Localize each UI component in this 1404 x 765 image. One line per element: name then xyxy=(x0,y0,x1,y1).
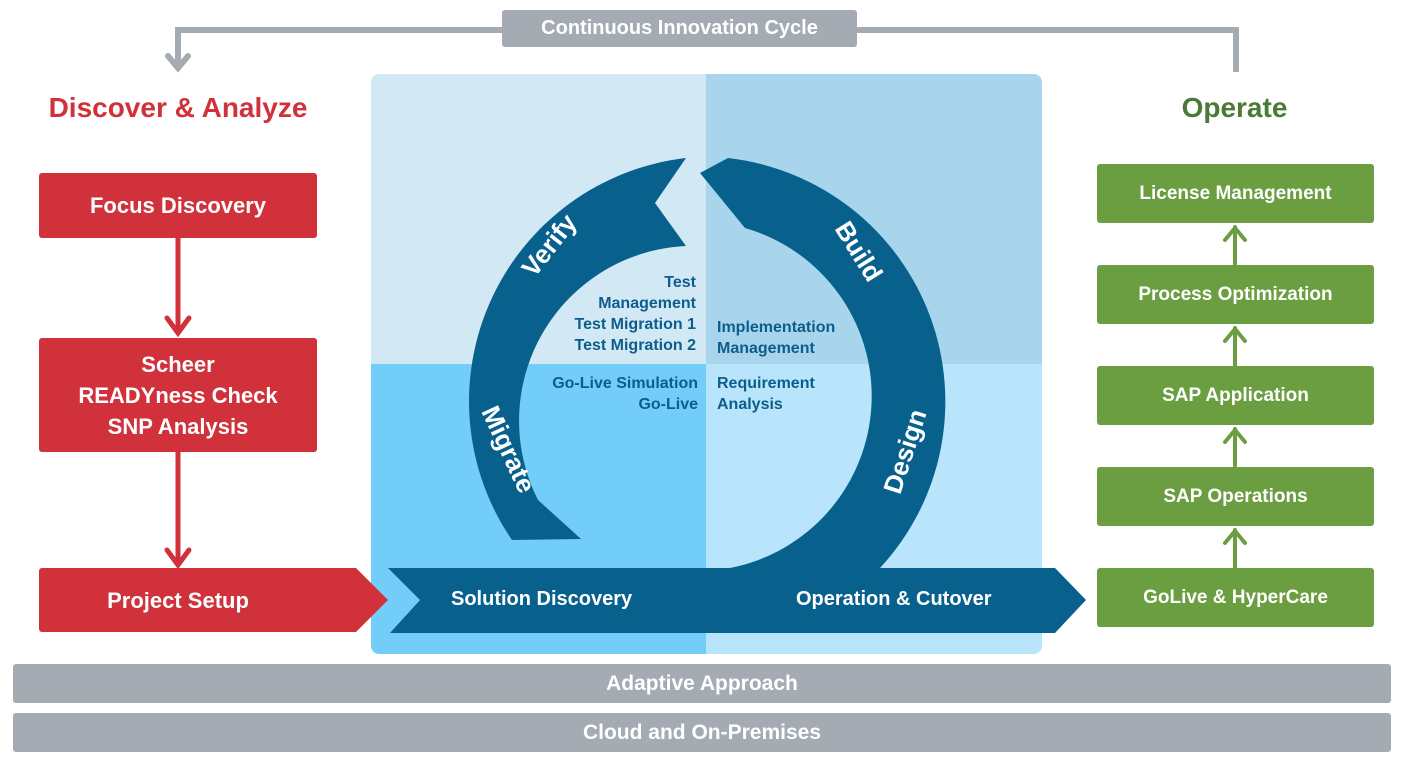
readyness-line: SNP Analysis xyxy=(107,413,249,439)
quadrant-bottom-left-text: Go-Live Simulation Go-Live xyxy=(552,373,698,415)
arrow-up-icon xyxy=(1223,325,1247,343)
adaptive-approach-bar: Adaptive Approach xyxy=(13,664,1391,703)
solution-discovery-label: Solution Discovery xyxy=(451,588,633,610)
quadrant-text-line: Go-Live Simulation xyxy=(552,375,698,392)
quadrant-text-line: Go-Live xyxy=(638,396,698,413)
project-setup-box[interactable]: Project Setup xyxy=(39,568,317,632)
license-management-box[interactable]: License Management xyxy=(1097,164,1374,223)
readyness-check-box[interactable]: Scheer READYness Check SNP Analysis xyxy=(39,338,317,452)
arc-build-design xyxy=(700,158,946,568)
quadrant-top-right-text: Implementation Management xyxy=(717,317,835,359)
arrow-up-icon xyxy=(1223,224,1247,242)
quadrant-text-line: Test Migration 2 xyxy=(574,337,697,354)
discover-title: Discover & Analyze xyxy=(48,92,308,123)
quadrant-text-line: Analysis xyxy=(717,396,783,413)
flow-arrow xyxy=(388,568,1086,633)
quadrant-text-line: Test xyxy=(664,274,696,291)
quadrant-text-line: Management xyxy=(717,340,815,357)
operation-cutover-label: Operation & Cutover xyxy=(796,588,992,610)
quadrant-text-line: Management xyxy=(598,295,696,312)
golive-hypercare-box[interactable]: GoLive & HyperCare xyxy=(1097,568,1374,627)
readyness-line: Scheer xyxy=(141,351,215,377)
arrow-down-icon xyxy=(164,315,192,338)
quadrant-text-line: Test Migration 1 xyxy=(574,316,697,333)
readyness-line: READYness Check xyxy=(78,382,278,408)
cloud-on-premises-bar: Cloud and On-Premises xyxy=(13,713,1391,752)
arrow-down-icon xyxy=(164,547,192,570)
quadrant-text-line: Implementation xyxy=(717,319,836,336)
sap-application-box[interactable]: SAP Application xyxy=(1097,366,1374,425)
cycle-arrowhead-icon xyxy=(165,53,191,73)
sap-operations-box[interactable]: SAP Operations xyxy=(1097,467,1374,526)
quadrant-top-left-text: Test Management Test Migration 1 Test Mi… xyxy=(575,272,697,356)
process-optimization-box[interactable]: Process Optimization xyxy=(1097,265,1374,324)
continuous-innovation-cycle-label: Continuous Innovation Cycle xyxy=(502,10,857,47)
arrow-up-icon xyxy=(1223,527,1247,545)
quadrant-bottom-right-text: Requirement Analysis xyxy=(717,373,815,415)
focus-discovery-box[interactable]: Focus Discovery xyxy=(39,173,317,238)
project-setup-arrow-tip xyxy=(310,568,388,632)
arc-verify-migrate xyxy=(469,158,686,540)
quadrant-text-line: Requirement xyxy=(717,375,815,392)
arrow-up-icon xyxy=(1223,426,1247,444)
operate-title: Operate xyxy=(1181,92,1288,123)
